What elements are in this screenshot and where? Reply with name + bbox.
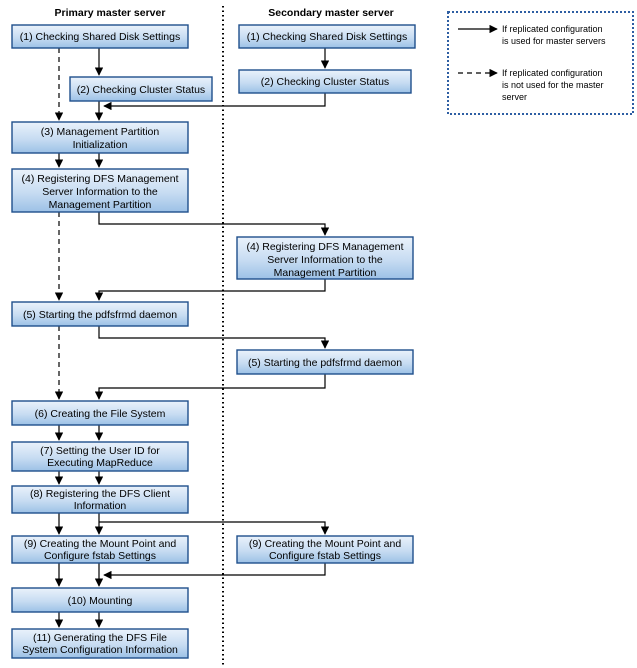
legend: If replicated configuration is used for … [447, 11, 634, 115]
node-p8: (8) Registering the DFS Client Informati… [11, 485, 189, 514]
node-p2-line-1: (2) Checking Cluster Status [77, 84, 205, 96]
node-s4-line-2: Server Information to the [267, 254, 383, 266]
node-p6: (6) Creating the File System [11, 400, 189, 426]
legend-dashed-line-1: If replicated configuration [502, 68, 603, 78]
node-p4: (4) Registering DFS Management Server In… [11, 168, 189, 213]
node-s9: (9) Creating the Mount Point and Configu… [236, 535, 414, 564]
node-p3-line-1: (3) Management Partition [41, 126, 160, 138]
edge-s9-p10 [103, 563, 326, 580]
edge-p5-s5 [98, 326, 330, 349]
node-p11-line-1: (11) Generating the DFS File [33, 632, 167, 644]
node-s5-line-1: (5) Starting the pdfsfrmd daemon [248, 357, 402, 369]
node-p2: (2) Checking Cluster Status [69, 76, 213, 102]
legend-dashed-line-3: server [502, 92, 527, 102]
node-p11: (11) Generating the DFS File System Conf… [11, 628, 189, 659]
edge-s2-p3 [103, 93, 326, 111]
node-p11-line-2: System Configuration Information [22, 644, 178, 656]
primary-column-title: Primary master server [55, 7, 166, 19]
node-p9-line-2: Configure fstab Settings [44, 550, 156, 562]
node-p6-line-1: (6) Creating the File System [35, 408, 166, 420]
node-s5: (5) Starting the pdfsfrmd daemon [236, 349, 414, 375]
node-p1: (1) Checking Shared Disk Settings [11, 24, 189, 49]
secondary-column-title: Secondary master server [268, 7, 394, 19]
node-p1-line-1: (1) Checking Shared Disk Settings [20, 31, 181, 43]
node-s4-line-3: Management Partition [274, 267, 377, 279]
legend-solid-line-2: is used for master servers [502, 36, 606, 46]
node-p7-line-2: Executing MapReduce [47, 457, 153, 469]
node-p5-line-1: (5) Starting the pdfsfrmd daemon [23, 309, 177, 321]
legend-dashed-line-2: is not used for the master [502, 80, 604, 90]
node-s1-line-1: (1) Checking Shared Disk Settings [247, 31, 408, 43]
node-p10: (10) Mounting [11, 587, 189, 613]
node-p3: (3) Management Partition Initialization [11, 121, 189, 154]
edge-p8-s9 [99, 521, 330, 535]
node-p7: (7) Setting the User ID for Executing Ma… [11, 441, 189, 472]
node-p4-line-1: (4) Registering DFS Management [22, 173, 179, 185]
node-s4-line-1: (4) Registering DFS Management [247, 241, 404, 253]
node-p4-line-2: Server Information to the [42, 186, 158, 198]
edge-s5-p6 [94, 374, 326, 400]
node-s9-line-1: (9) Creating the Mount Point and [249, 538, 401, 550]
node-s4: (4) Registering DFS Management Server In… [236, 236, 414, 280]
node-p8-line-2: Information [74, 500, 127, 512]
node-p9-line-1: (9) Creating the Mount Point and [24, 538, 176, 550]
edge-s4-p5 [94, 279, 326, 301]
node-p9: (9) Creating the Mount Point and Configu… [11, 535, 189, 564]
node-s1: (1) Checking Shared Disk Settings [238, 24, 416, 49]
node-p8-line-1: (8) Registering the DFS Client [30, 488, 170, 500]
node-p4-line-3: Management Partition [49, 199, 152, 211]
node-p3-line-2: Initialization [73, 139, 128, 151]
edge-p4-s4 [98, 212, 330, 236]
node-p7-line-1: (7) Setting the User ID for [40, 445, 160, 457]
node-s2-line-1: (2) Checking Cluster Status [261, 76, 389, 88]
node-s9-line-2: Configure fstab Settings [269, 550, 381, 562]
node-s2: (2) Checking Cluster Status [238, 69, 412, 94]
node-p5: (5) Starting the pdfsfrmd daemon [11, 301, 189, 327]
node-p10-line-1: (10) Mounting [68, 595, 133, 607]
connectors [54, 48, 330, 628]
legend-solid-line-1: If replicated configuration [502, 24, 603, 34]
